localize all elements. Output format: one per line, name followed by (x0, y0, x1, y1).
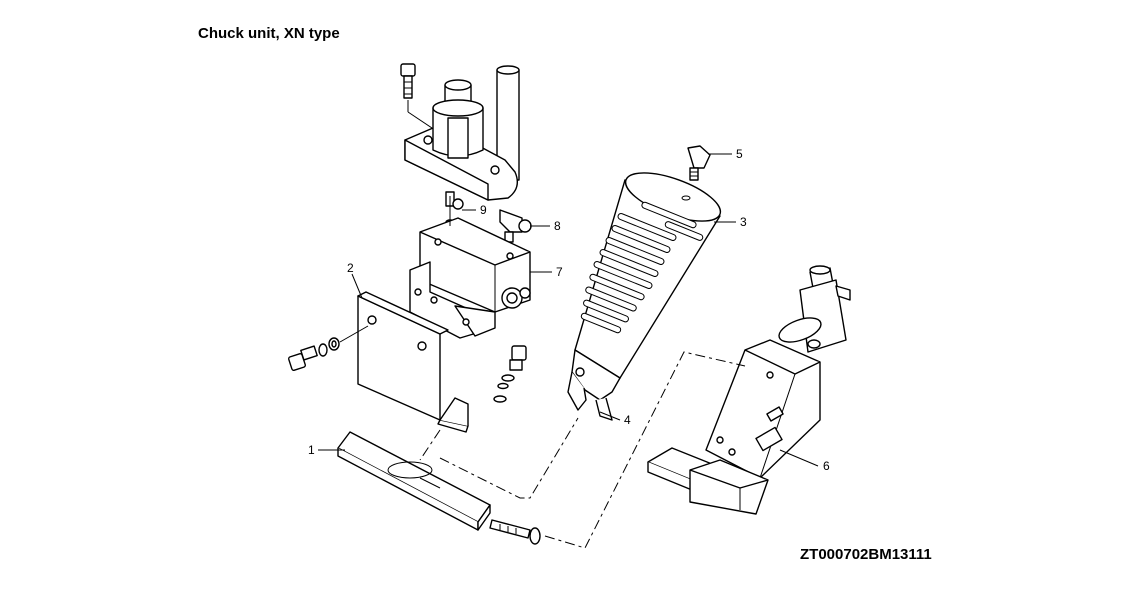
part-5-fitting (687, 145, 711, 181)
callout-5: 5 (708, 147, 743, 161)
callout-9: 9 (462, 203, 487, 217)
callout-1-label: 1 (308, 443, 315, 457)
part-4-gripper (567, 349, 621, 421)
callout-8-label: 8 (554, 219, 561, 233)
part-3-slotted-cover (574, 172, 722, 379)
callout-8: 8 (530, 219, 561, 233)
screw-middle (493, 345, 527, 403)
callout-3: 3 (714, 215, 747, 229)
callout-9-label: 9 (480, 203, 487, 217)
callout-3-label: 3 (740, 215, 747, 229)
drawing-title: Chuck unit, XN type (198, 25, 340, 42)
drawing-code: ZT000702BM13111 (800, 546, 932, 563)
callout-4-label: 4 (624, 413, 631, 427)
mount-bracket-part (400, 63, 520, 201)
callout-6-label: 6 (823, 459, 830, 473)
callout-4: 4 (599, 411, 631, 427)
callout-6: 6 (779, 449, 830, 473)
part-6-clamp-unit (647, 265, 851, 515)
callout-7: 7 (530, 265, 563, 279)
callout-7-label: 7 (556, 265, 563, 279)
callout-5-label: 5 (736, 147, 743, 161)
part-2-plate (357, 291, 469, 433)
part-7-valve-block (409, 217, 531, 339)
assembly-lines (419, 196, 746, 549)
callout-2-label: 2 (347, 261, 354, 275)
callout-1: 1 (308, 443, 345, 457)
callout-2: 2 (347, 261, 363, 299)
part-1-base-block (337, 431, 541, 545)
screw-left (287, 325, 369, 372)
